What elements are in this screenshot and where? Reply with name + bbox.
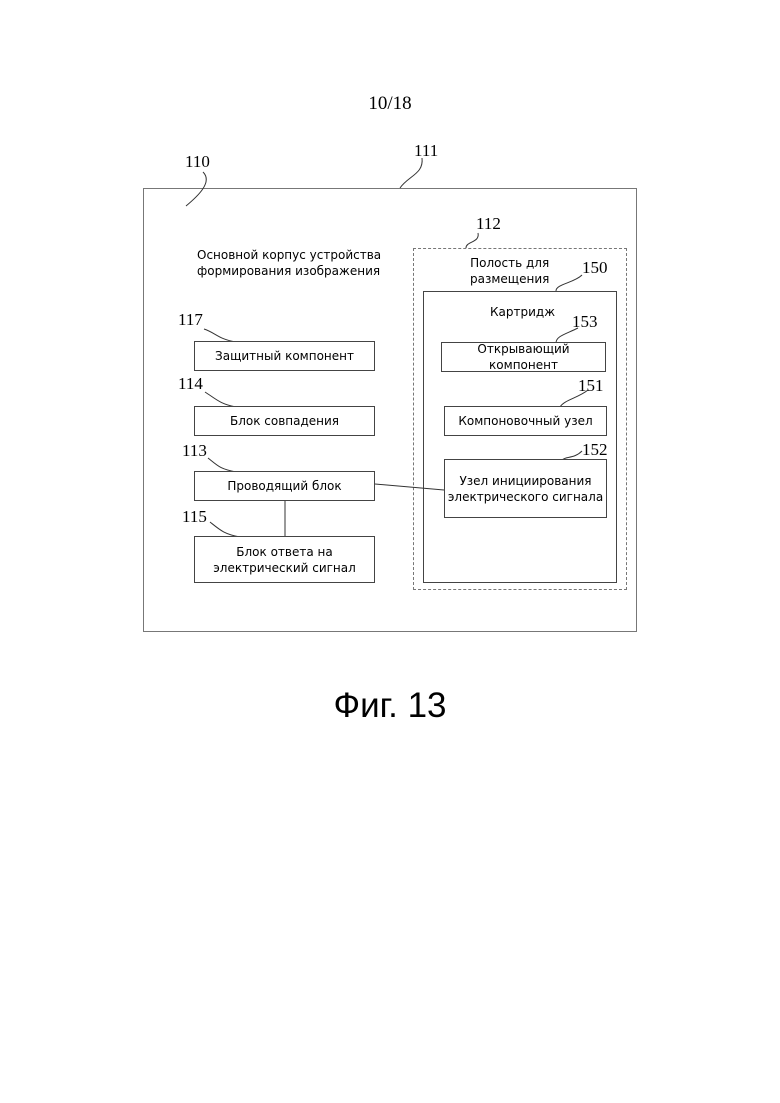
signal-response-text-line2: электрический сигнал (213, 560, 356, 576)
ref-151: 151 (578, 376, 604, 396)
ref-115: 115 (182, 507, 207, 527)
ref-113: 113 (182, 441, 207, 461)
cartridge-label: Картридж (490, 304, 555, 320)
conducting-block: Проводящий блок (194, 471, 375, 501)
layout-unit-block: Компоновочный узел (444, 406, 607, 436)
signal-init-block: Узел инициирования электрического сигнал… (444, 459, 607, 518)
main-body-label-line1: Основной корпус устройства (197, 247, 381, 263)
page-number: 10/18 (0, 93, 780, 115)
ref-152: 152 (582, 440, 608, 460)
slot-label-line1: Полость для (470, 255, 549, 271)
protective-component-text: Защитный компонент (215, 348, 354, 364)
leader-111 (400, 158, 422, 188)
cartridge-box (423, 291, 617, 583)
layout-unit-text: Компоновочный узел (458, 413, 592, 429)
slot-label: Полость для размещения (470, 255, 549, 287)
main-body-label: Основной корпус устройства формирования … (197, 247, 381, 279)
opening-component-block: Открывающий компонент (441, 342, 606, 372)
signal-response-block: Блок ответа на электрический сигнал (194, 536, 375, 583)
slot-label-line2: размещения (470, 271, 549, 287)
matching-block: Блок совпадения (194, 406, 375, 436)
ref-112: 112 (476, 214, 501, 234)
main-body-label-line2: формирования изображения (197, 263, 381, 279)
ref-114: 114 (178, 374, 203, 394)
ref-110: 110 (185, 152, 210, 172)
signal-init-text-line2: электрического сигнала (448, 489, 603, 505)
ref-150: 150 (582, 258, 608, 278)
signal-response-text-line1: Блок ответа на (236, 544, 332, 560)
opening-component-text: Открывающий компонент (442, 341, 605, 373)
protective-component-block: Защитный компонент (194, 341, 375, 371)
conducting-block-text: Проводящий блок (227, 478, 341, 494)
ref-117: 117 (178, 310, 203, 330)
figure-caption: Фиг. 13 (0, 686, 780, 726)
signal-init-text-line1: Узел инициирования (459, 473, 591, 489)
matching-block-text: Блок совпадения (230, 413, 339, 429)
ref-153: 153 (572, 312, 598, 332)
ref-111: 111 (414, 141, 438, 161)
